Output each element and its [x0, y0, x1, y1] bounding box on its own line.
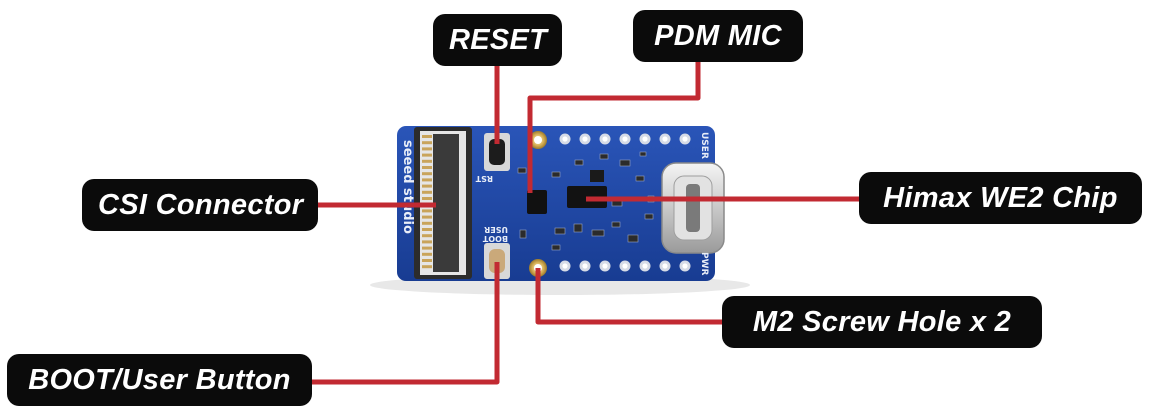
header-pad-hole: [582, 136, 588, 142]
smd-part: [599, 153, 609, 160]
smd-part: [627, 234, 639, 243]
smd-part: [619, 159, 631, 167]
smd-part: [519, 229, 527, 239]
leader-pdm-mic: [527, 62, 701, 193]
fpc-pin: [422, 234, 432, 238]
header-pad-hole: [682, 136, 688, 142]
fpc-pin: [422, 215, 432, 219]
fpc-pin: [422, 147, 432, 151]
boot-button-component: [484, 243, 510, 279]
header-pad-hole: [622, 136, 628, 142]
header-pad-hole: [662, 136, 668, 142]
header-pad-hole: [662, 263, 668, 269]
reset-label: RESET: [433, 14, 562, 66]
header-pad-hole: [562, 263, 568, 269]
smd-part: [551, 244, 561, 251]
m2-screw-hole-label: M2 Screw Hole x 2: [722, 296, 1042, 348]
fpc-pin: [422, 221, 432, 225]
fpc-pin: [422, 166, 432, 169]
header-pad-hole: [562, 136, 568, 142]
smd-part: [591, 229, 605, 237]
header-pad-hole: [622, 263, 628, 269]
smd-part: [554, 227, 566, 235]
fpc-pin: [422, 259, 432, 262]
fpc-pin: [422, 209, 432, 213]
fpc-pin: [422, 197, 432, 200]
user-edge-silkscreen: USER: [699, 132, 709, 159]
reset-button-component: [484, 133, 510, 171]
smd-part: [574, 159, 584, 166]
smd-part: [611, 221, 621, 228]
fpc-pin: [422, 246, 432, 250]
usb-c-connector: [661, 162, 725, 254]
fpc-pin: [422, 135, 432, 138]
header-pad-hole: [602, 136, 608, 142]
fpc-pin: [422, 178, 432, 182]
pdm-mic-component: [527, 190, 547, 214]
fpc-pin: [422, 265, 432, 269]
leader-screw: [535, 268, 722, 325]
user-silkscreen-small: USER: [484, 225, 508, 234]
smd-part: [644, 213, 654, 220]
boot-silkscreen: BOOT: [482, 234, 508, 243]
fpc-pin: [422, 252, 432, 256]
fpc-pin: [422, 240, 432, 244]
boot-user-button-label: BOOT/User Button: [7, 354, 312, 406]
header-pad-hole: [582, 263, 588, 269]
header-pad-hole: [642, 136, 648, 142]
smd-components: [517, 151, 655, 251]
fpc-pin: [422, 190, 432, 194]
header-pad-hole: [602, 263, 608, 269]
pwr-silkscreen: PWR: [699, 252, 709, 276]
smd-part: [639, 151, 647, 157]
fpc-pin: [422, 159, 432, 163]
fpc-pin: [422, 228, 432, 231]
fpc-pin: [422, 153, 432, 157]
fpc-pin: [422, 172, 432, 176]
brand-silkscreen: seeed studio: [400, 140, 415, 234]
smd-part: [635, 175, 645, 182]
smd-part: [517, 167, 527, 174]
fpc-pin: [422, 141, 432, 145]
pdm-mic-label: PDM MIC: [633, 10, 803, 62]
csi-connector-label: CSI Connector: [82, 179, 318, 231]
fpc-pin: [422, 184, 432, 188]
smd-part: [573, 223, 583, 233]
header-pad-hole: [682, 263, 688, 269]
himax-chip-label: Himax WE2 Chip: [859, 172, 1142, 224]
rst-silkscreen: RST: [475, 174, 493, 183]
leader-boot: [312, 262, 500, 385]
smd-part: [551, 171, 561, 178]
header-pads: [559, 133, 691, 272]
header-pad-hole: [642, 263, 648, 269]
